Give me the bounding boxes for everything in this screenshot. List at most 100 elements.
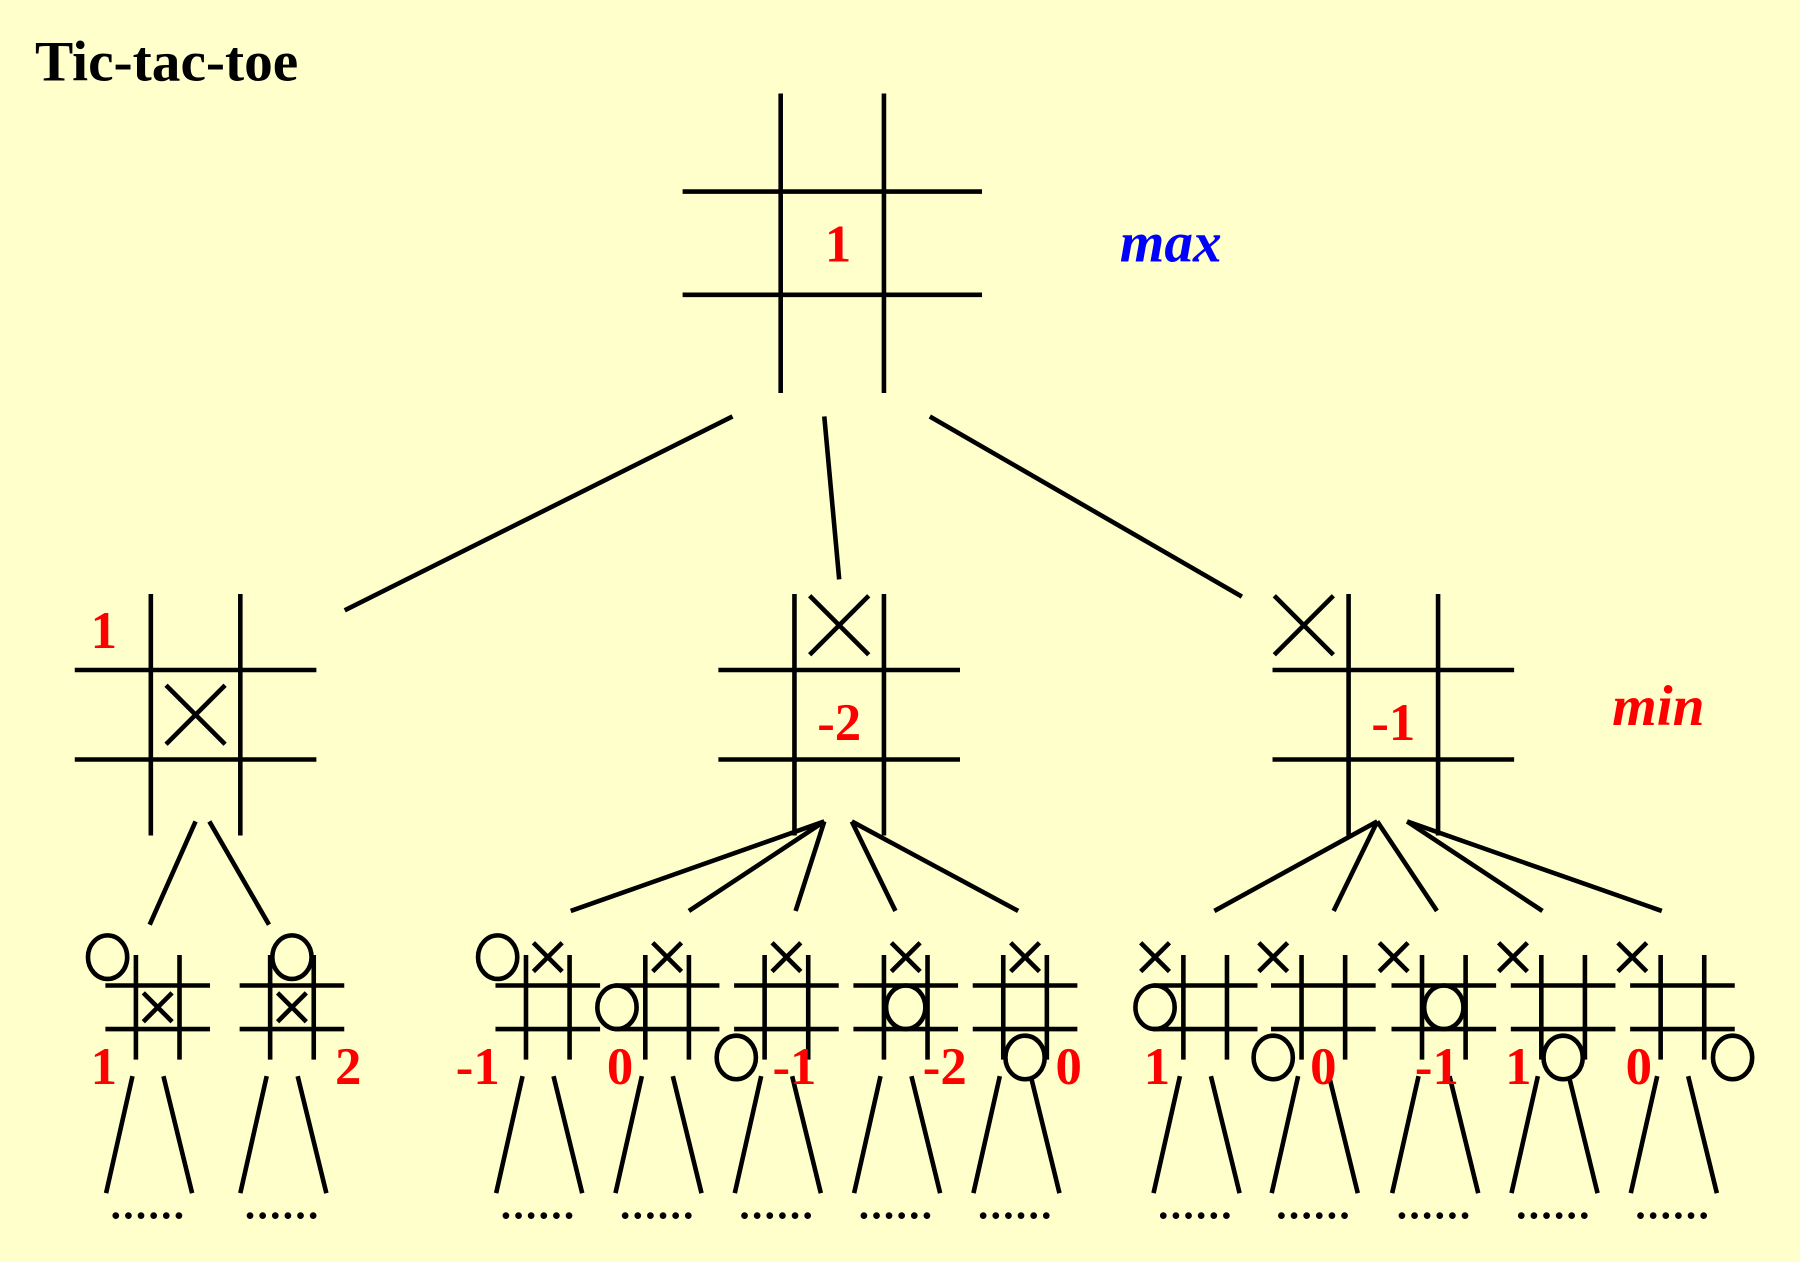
x-stroke xyxy=(275,991,308,1024)
x-mark-icon xyxy=(1257,941,1290,974)
x-mark-icon xyxy=(275,991,308,1024)
tree-edge xyxy=(1213,819,1379,913)
tree-edges xyxy=(103,414,1720,1194)
leaf-board xyxy=(853,941,959,1060)
continuation-ellipsis: ...... xyxy=(1516,1181,1592,1227)
tree-edge xyxy=(849,820,898,912)
tree-edge xyxy=(1447,1075,1481,1194)
continuation-ellipsis: ...... xyxy=(859,1181,935,1227)
x-mark-icon xyxy=(1377,941,1410,974)
tree-edge xyxy=(295,1075,329,1194)
tree-edge xyxy=(851,1075,883,1194)
o-mark-icon xyxy=(714,1033,759,1082)
x-mark-icon xyxy=(1009,941,1042,974)
o-mark-icon xyxy=(595,983,639,1032)
tree-edge xyxy=(1151,1075,1183,1194)
leaf-board-value: 0 xyxy=(1310,1038,1336,1096)
tree-edge xyxy=(850,819,1020,913)
x-mark-icon xyxy=(808,594,871,657)
tree-edge xyxy=(103,1075,135,1194)
root-board xyxy=(682,93,983,393)
continuation-ellipsis: ...... xyxy=(111,1181,187,1227)
x-stroke xyxy=(770,941,803,974)
tree-edge xyxy=(147,820,198,926)
diagram-title: Tic-tac-toe xyxy=(35,30,298,93)
x-mark-icon xyxy=(164,683,227,746)
tree-edge xyxy=(1509,1075,1541,1194)
tree-edge xyxy=(789,1075,824,1194)
continuation-ellipsis: ...... xyxy=(245,1181,321,1227)
o-mark-icon xyxy=(1003,1033,1047,1082)
x-stroke xyxy=(1496,941,1529,974)
x-stroke xyxy=(141,991,174,1024)
leaf-board-value: 0 xyxy=(607,1038,633,1096)
tree-edge xyxy=(670,1075,704,1194)
leaf-board-value: -1 xyxy=(1415,1038,1459,1096)
o-mark-icon xyxy=(270,933,314,982)
tree-edge xyxy=(1406,819,1663,914)
continuation-ellipsis: ...... xyxy=(620,1181,696,1227)
leaf-board xyxy=(972,941,1078,1082)
tree-edge xyxy=(1375,820,1439,913)
x-mark-icon xyxy=(141,991,174,1024)
tree-edge xyxy=(1566,1075,1600,1194)
x-mark-icon xyxy=(1139,941,1172,974)
leaf-board xyxy=(714,941,839,1082)
tree-edge xyxy=(343,414,734,613)
continuation-ellipsis: ...... xyxy=(501,1181,577,1227)
o-mark-icon xyxy=(1421,983,1466,1032)
tree-edge xyxy=(1326,1075,1360,1194)
leaf-board-value: 1 xyxy=(91,1038,117,1096)
x-stroke xyxy=(808,594,871,657)
x-stroke xyxy=(1009,941,1042,974)
leaf-board xyxy=(595,941,720,1060)
tree-edge xyxy=(613,1075,645,1194)
min-board xyxy=(74,593,317,836)
leaf-board xyxy=(1133,941,1258,1060)
x-mark-icon xyxy=(770,941,803,974)
x-stroke xyxy=(889,941,922,974)
continuation-ellipsis: ...... xyxy=(1635,1181,1711,1227)
x-stroke xyxy=(1257,941,1290,974)
tree-edge xyxy=(732,1075,764,1194)
x-stroke xyxy=(164,683,227,746)
o-mark-icon xyxy=(85,933,130,982)
tree-edge xyxy=(821,416,842,580)
min-board xyxy=(1272,593,1515,836)
tree-boards: 11-2-11......2......-1......0......-1...… xyxy=(74,93,1755,1227)
leaf-board xyxy=(85,933,211,1060)
tree-edge xyxy=(1685,1075,1720,1194)
tree-edge xyxy=(1331,820,1380,912)
x-mark-icon xyxy=(1272,594,1335,657)
tree-edge xyxy=(1389,1075,1421,1194)
leaf-board-value: -1 xyxy=(456,1038,500,1096)
tree-edge xyxy=(1028,1075,1062,1194)
tree-edge xyxy=(909,1075,943,1194)
tree-edge xyxy=(971,1075,1003,1194)
x-mark-icon xyxy=(531,941,564,974)
root-value: 1 xyxy=(825,216,851,274)
tree-edge xyxy=(493,1075,525,1194)
leaf-board xyxy=(475,933,601,1060)
tree-edge xyxy=(1628,1075,1660,1194)
tree-edge xyxy=(793,820,827,912)
tree-edge xyxy=(238,1075,269,1194)
continuation-ellipsis: ...... xyxy=(978,1181,1054,1227)
tree-edge xyxy=(1208,1075,1242,1194)
continuation-ellipsis: ...... xyxy=(739,1181,815,1227)
tree-edge xyxy=(1405,819,1544,913)
o-mark-icon xyxy=(1251,1033,1296,1082)
min-board xyxy=(718,593,961,836)
leaf-board-value: 1 xyxy=(1144,1038,1170,1096)
o-mark-icon xyxy=(475,933,520,982)
tree-edge xyxy=(551,1075,585,1194)
x-stroke xyxy=(1377,941,1410,974)
x-stroke xyxy=(1616,941,1649,974)
min-level-label: min xyxy=(1612,675,1704,738)
x-mark-icon xyxy=(1616,941,1649,974)
x-stroke xyxy=(1139,941,1172,974)
tree-edge xyxy=(569,819,826,914)
leaf-board xyxy=(239,933,345,1060)
